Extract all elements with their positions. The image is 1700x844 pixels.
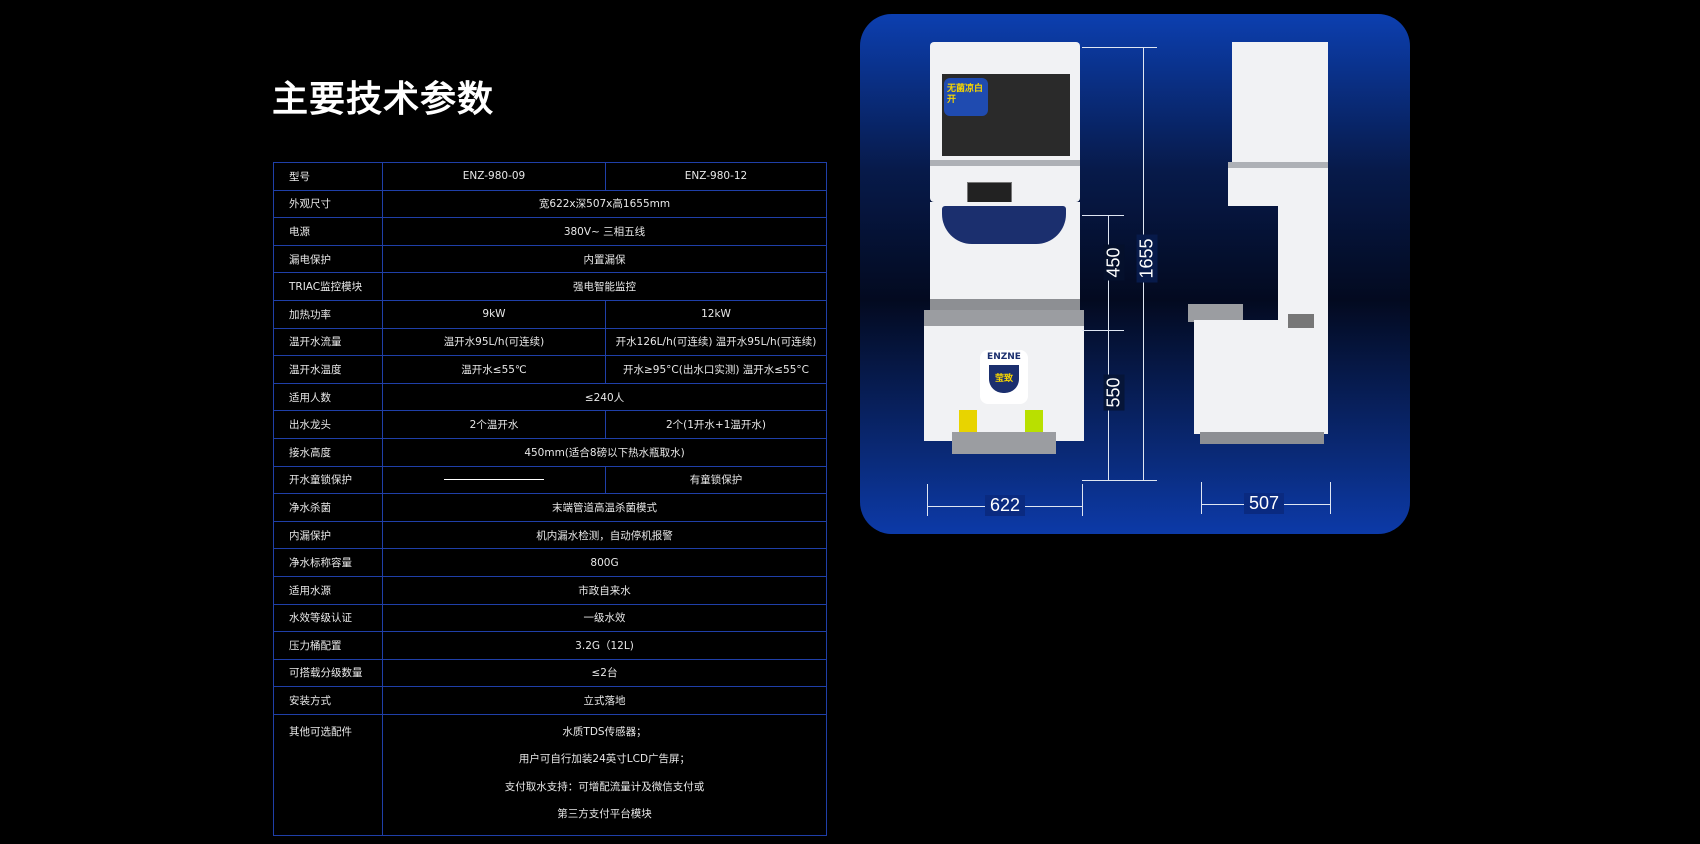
spec-value-09: 温开水95L/h(可连续) [382,327,606,357]
spec-value: 380V~ 三相五线 [382,217,827,246]
spec-row-optional: 其他可选配件 水质TDS传感器； 用户可自行加装24英寸LCD广告屏； 支付取水支持：… [273,713,827,836]
spec-label: 净水标称容量 [273,548,383,577]
spec-row: 内漏保护机内漏水检测，自动停机报警 [273,520,827,550]
spec-label: 其他可选配件 [273,713,383,836]
spec-value: 450mm(适合8磅以下热水瓶取水) [382,437,827,467]
spec-label: 适用人数 [273,382,383,412]
spec-label: 可搭载分级数量 [273,658,383,688]
spec-value: ≤2台 [382,658,827,688]
spec-value: 一级水效 [382,603,827,633]
spec-row: 水效等级认证一级水效 [273,603,827,633]
spec-value-12: 有童锁保护 [605,465,827,495]
spec-row: 外观尺寸宽622x深507x高1655mm [273,189,827,219]
spec-value: ≤240人 [382,382,827,412]
spec-row: 净水杀菌末端管道高温杀菌模式 [273,493,827,522]
spec-value: 市政自来水 [382,575,827,605]
spec-value-12: 开水126L/h(可连续) 温开水95L/h(可连续) [605,327,827,357]
spec-value: 强电智能监控 [382,272,827,301]
spec-label: 内漏保护 [273,520,383,550]
dim-width: 622 [985,495,1026,516]
spec-label: 温开水温度 [273,355,383,384]
spec-row: 适用人数≤240人 [273,382,827,412]
spec-value: 宽622x深507x高1655mm [382,189,827,219]
sterile-badge: 无菌凉白开 [944,78,988,116]
spec-value: 3.2G（12L) [382,631,827,660]
spec-label: 外观尺寸 [273,189,383,219]
spec-value-09: 温开水≤55℃ [382,355,606,384]
spec-value: 末端管道高温杀菌模式 [382,493,827,522]
spec-label: 适用水源 [273,575,383,605]
spec-row: 漏电保护内置漏保 [273,244,827,274]
page-title: 主要技术参数 [272,79,495,120]
spec-label: 电源 [273,217,383,246]
optional-line: 第三方支付平台模块 [557,808,652,821]
spec-label: 开水童锁保护 [273,465,383,495]
spec-label: 出水龙头 [273,410,383,439]
spec-value-12: ENZ-980-12 [605,162,827,191]
dim-height: 1655 [1136,234,1158,283]
spec-row: 适用水源市政自来水 [273,575,827,605]
optional-line: 支付取水支持：可增配流量计及微信支付或 [504,780,705,793]
spec-row: 开水童锁保护 有童锁保护 [273,465,827,495]
spec-value-empty [382,465,606,495]
dim-upper: 450 [1103,244,1125,281]
spec-label: 加热功率 [273,299,383,329]
spec-label: 漏电保护 [273,244,383,274]
optional-line: 水质TDS传感器； [562,725,647,738]
spec-value-12: 开水≥95°C(出水口实测) 温开水≤55°C [605,355,827,384]
optional-line: 用户可自行加装24英寸LCD广告屏； [518,753,691,766]
spec-row: 可搭载分级数量≤2台 [273,658,827,688]
dim-lower: 550 [1103,374,1125,411]
product-image-panel: 无菌凉白开 ENZNE 莹致 1655 450 550 622 [860,14,1410,534]
spec-value: 立式落地 [382,686,827,715]
spec-value-12: 12kW [605,299,827,329]
spec-label: 接水高度 [273,437,383,467]
spec-label: 压力桶配置 [273,631,383,660]
spec-label: 水效等级认证 [273,603,383,633]
spec-value-09: ENZ-980-09 [382,162,606,191]
spec-label: 净水杀菌 [273,493,383,522]
spec-label: TRIAC监控模块 [273,272,383,301]
spec-value: 机内漏水检测，自动停机报警 [382,520,827,550]
spec-value-12: 2个(1开水+1温开水) [605,410,827,439]
spec-label: 型号 [273,162,383,191]
spec-value-09: 2个温开水 [382,410,606,439]
spec-label: 安装方式 [273,686,383,715]
spec-value: 水质TDS传感器； 用户可自行加装24英寸LCD广告屏； 支付取水支持：可增配流量计… [382,713,827,836]
spec-label: 温开水流量 [273,327,383,357]
spec-row: TRIAC监控模块强电智能监控 [273,272,827,301]
spec-row: 温开水流量温开水95L/h(可连续)开水126L/h(可连续) 温开水95L/h… [273,327,827,357]
spec-value-09: 9kW [382,299,606,329]
brand-logo: ENZNE 莹致 [980,350,1028,404]
spec-value: 800G [382,548,827,577]
spec-row: 安装方式立式落地 [273,686,827,715]
spec-value: 内置漏保 [382,244,827,274]
dim-depth: 507 [1244,493,1285,514]
